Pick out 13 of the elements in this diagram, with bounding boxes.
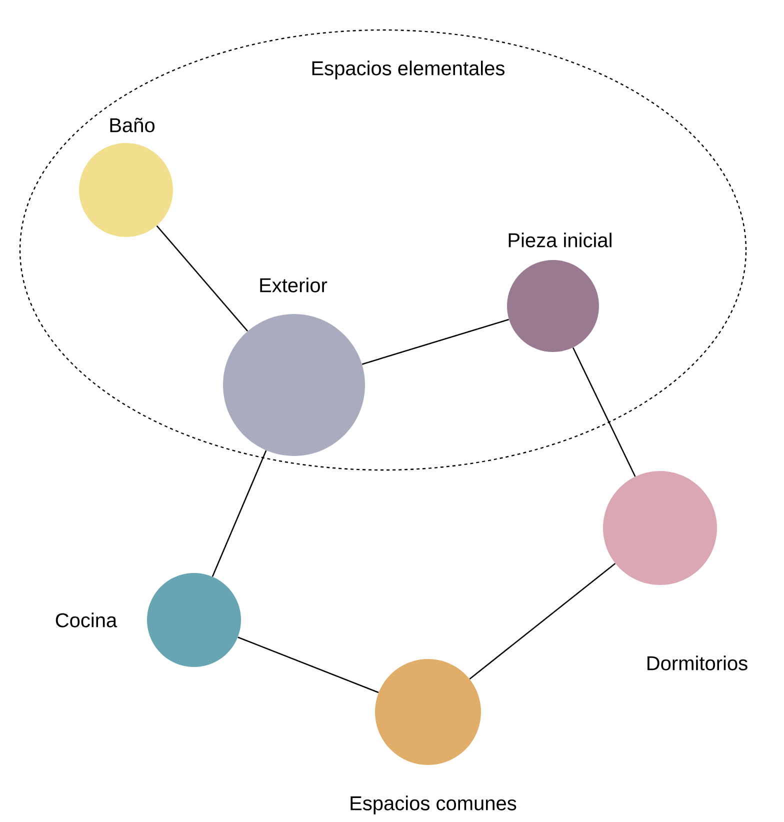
node-label: Exterior (260, 278, 328, 292)
connector-line (572, 347, 636, 477)
node-label: Cocina (56, 612, 118, 628)
node-label: Dormitorios (648, 656, 748, 670)
node-label: Espacios elementales (312, 60, 504, 80)
connector-line (362, 318, 509, 365)
connector-line (469, 563, 616, 680)
node-label: Espacios comunes (350, 796, 516, 814)
node-label: Baño (110, 118, 154, 132)
connector-line (238, 636, 379, 694)
connector-line (212, 450, 267, 577)
node-label: Pieza inicial (508, 232, 612, 248)
connector-line (156, 225, 248, 332)
